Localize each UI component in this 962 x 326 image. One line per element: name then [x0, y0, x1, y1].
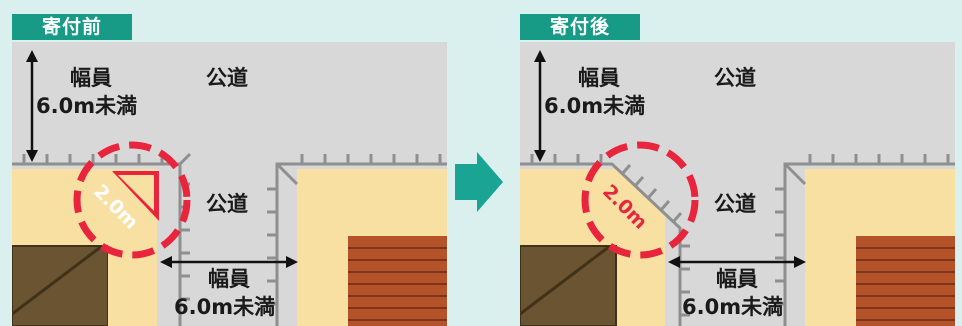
road-label-top: 公道: [714, 66, 756, 90]
curb-right: [775, 154, 955, 326]
road-label-side: 公道: [714, 192, 756, 216]
house-right: [856, 236, 955, 326]
curb-left-cut: [520, 154, 690, 326]
transition-arrow-icon: [455, 152, 503, 212]
width-label-top-line1: 幅員: [578, 66, 620, 90]
road-label-top: 公道: [206, 66, 248, 90]
width-arrow-horizontal: [160, 256, 298, 268]
width-label-top-line1: 幅員: [70, 66, 112, 90]
width-label-bottom-line1: 幅員: [716, 267, 758, 291]
width-arrow-vertical: [534, 50, 546, 162]
width-label-bottom-line1: 幅員: [208, 267, 250, 291]
map-before: [12, 42, 447, 326]
house-right: [348, 236, 447, 326]
map-after: [520, 42, 955, 326]
width-arrow-vertical: [26, 50, 38, 162]
width-label-top-line2: 6.0m未満: [544, 94, 646, 118]
panel-tag-before: 寄付前: [12, 14, 132, 40]
corner-dashed-circle: [73, 141, 191, 259]
width-arrow-horizontal: [668, 256, 806, 268]
panel-tag-after: 寄付後: [520, 14, 640, 40]
width-label-top-line2: 6.0m未満: [36, 94, 138, 118]
house-left: [520, 244, 617, 326]
width-label-bottom-line2: 6.0m未満: [174, 295, 276, 319]
road-label-side: 公道: [206, 192, 248, 216]
panel-after: 寄付後: [520, 14, 955, 326]
width-label-bottom-line2: 6.0m未満: [682, 295, 784, 319]
house-left: [12, 244, 109, 326]
curb-right: [267, 154, 447, 326]
panel-before: 寄付前: [12, 14, 447, 326]
corner-dashed-circle: [581, 141, 699, 259]
